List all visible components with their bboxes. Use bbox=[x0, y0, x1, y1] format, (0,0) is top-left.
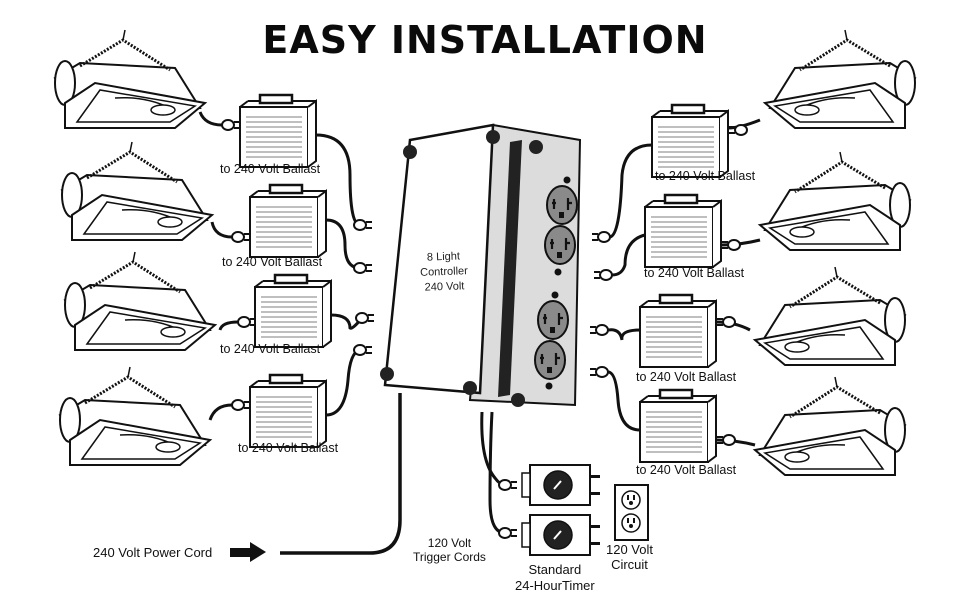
plugs-controller-left bbox=[353, 219, 375, 356]
controller-label-line-3: 240 Volt bbox=[424, 280, 465, 294]
power-cord bbox=[280, 393, 402, 555]
trigger-cords bbox=[480, 411, 506, 535]
outlet-4 bbox=[533, 339, 567, 381]
timer-label: Standard 24-HourTimer bbox=[515, 562, 595, 594]
ballast-right-1 bbox=[650, 103, 730, 179]
circuit-label: 120 Volt Circuit bbox=[606, 542, 653, 572]
controller-outlets bbox=[533, 176, 579, 390]
ballast-left-4 bbox=[248, 373, 328, 449]
lamp-left-2 bbox=[60, 140, 214, 242]
lamp-right-1 bbox=[763, 28, 917, 130]
lamp-left-1 bbox=[53, 28, 207, 130]
ballast-right-4 bbox=[638, 388, 718, 464]
ballast-label-right-1: to 240 Volt Ballast bbox=[655, 169, 756, 183]
ballast-label-right-4: to 240 Volt Ballast bbox=[636, 463, 737, 477]
outlet-3 bbox=[536, 299, 570, 341]
ballast-label-right-3: to 240 Volt Ballast bbox=[636, 370, 737, 384]
ballast-cords-left bbox=[315, 133, 364, 417]
timer-2 bbox=[521, 514, 601, 556]
trigger-cords-label-line-1: 120 Volt bbox=[427, 536, 472, 550]
timer-label-line-2: 24-HourTimer bbox=[515, 578, 595, 593]
ballast-left-2 bbox=[248, 183, 328, 259]
ballast-left-3 bbox=[253, 273, 333, 349]
ballast-left-1 bbox=[238, 93, 318, 169]
circuit-label-line-2: Circuit bbox=[611, 557, 648, 572]
trigger-cords-label: 120 Volt Trigger Cords bbox=[413, 536, 486, 564]
lamp-left-3 bbox=[63, 250, 217, 352]
arrow-right-icon bbox=[230, 542, 266, 562]
trigger-cords-label-line-2: Trigger Cords bbox=[413, 550, 486, 564]
lamp-right-2 bbox=[758, 150, 912, 252]
outlet-2 bbox=[543, 224, 577, 266]
circuit-label-line-1: 120 Volt bbox=[606, 542, 653, 557]
ballast-label-left-2: to 240 Volt Ballast bbox=[222, 255, 323, 269]
lamp-cords-left bbox=[198, 111, 239, 421]
lamp-right-3 bbox=[753, 265, 907, 367]
lamp-left-4 bbox=[58, 365, 212, 467]
outlet-1 bbox=[545, 184, 579, 226]
ballast-label-left-3: to 240 Volt Ballast bbox=[220, 342, 321, 356]
timer-label-line-1: Standard bbox=[528, 562, 582, 577]
ballast-right-3 bbox=[638, 293, 718, 369]
wall-outlet-120v bbox=[614, 484, 649, 541]
controller-label: 8 Light Controller 240 Volt bbox=[399, 248, 489, 296]
page-title: EASY INSTALLATION bbox=[262, 18, 708, 62]
ballast-right-2 bbox=[643, 193, 723, 269]
lamp-right-4 bbox=[753, 375, 907, 477]
ballast-label-right-2: to 240 Volt Ballast bbox=[644, 266, 745, 280]
timer-1 bbox=[521, 464, 601, 506]
power-cord-label: 240 Volt Power Cord bbox=[93, 545, 213, 560]
ballast-label-left-1: to 240 Volt Ballast bbox=[220, 162, 321, 176]
ballast-label-left-4: to 240 Volt Ballast bbox=[238, 441, 339, 455]
plugs-trigger bbox=[498, 479, 518, 539]
